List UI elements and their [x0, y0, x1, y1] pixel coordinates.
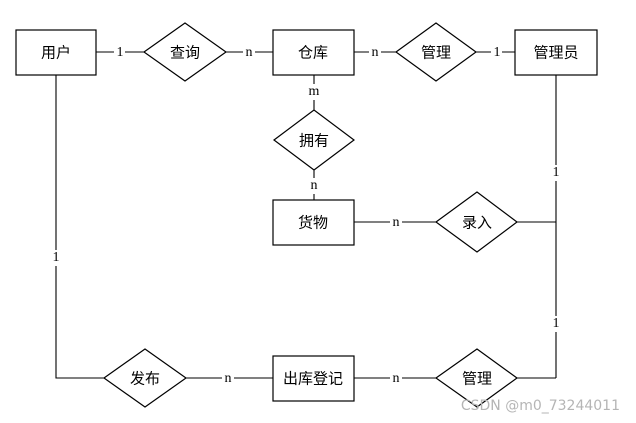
card-admin-manage-bottom: 1	[553, 316, 560, 331]
cardinality-labels: 1 n n 1 m n n 1 1 n n 1	[50, 44, 562, 386]
relationship-own-label: 拥有	[299, 132, 329, 150]
entity-admin: 管理员	[514, 29, 598, 76]
line-user-publish	[55, 75, 104, 379]
card-goods-record: n	[393, 215, 400, 230]
relationship-query: 查询	[142, 22, 228, 82]
card-user-query: 1	[117, 45, 124, 60]
card-manage-admin: 1	[494, 45, 501, 60]
entity-outbound: 出库登记	[272, 355, 355, 402]
watermark-text: CSDN @m0_73244011	[461, 398, 620, 414]
card-publish-outbound: n	[225, 371, 232, 386]
card-admin-record: 1	[553, 165, 560, 180]
card-own-goods: n	[311, 178, 318, 193]
relationship-record: 录入	[434, 191, 518, 253]
card-warehouse-own: m	[309, 84, 320, 99]
entity-user: 用户	[15, 29, 97, 76]
card-user-publish: 1	[53, 250, 60, 265]
relationship-manage-top: 管理	[394, 22, 478, 82]
relationship-publish: 发布	[102, 348, 188, 408]
relationship-record-label: 录入	[462, 214, 492, 232]
relationship-manage-top-label: 管理	[421, 44, 451, 62]
relationship-publish-label: 发布	[130, 370, 160, 388]
entity-warehouse-label: 仓库	[298, 44, 328, 62]
card-outbound-manage: n	[393, 371, 400, 386]
relationship-manage-bottom: 管理	[434, 348, 519, 408]
entity-warehouse: 仓库	[272, 29, 355, 76]
relationship-query-label: 查询	[170, 44, 200, 62]
entity-goods: 货物	[272, 199, 355, 246]
relationship-own: 拥有	[273, 109, 355, 171]
entity-user-label: 用户	[41, 44, 71, 62]
entity-admin-label: 管理员	[533, 44, 578, 62]
relationship-manage-bottom-label: 管理	[462, 370, 492, 388]
card-warehouse-manage: n	[372, 45, 379, 60]
entity-outbound-label: 出库登记	[283, 370, 343, 388]
card-query-warehouse: n	[246, 45, 253, 60]
entity-goods-label: 货物	[298, 214, 328, 232]
